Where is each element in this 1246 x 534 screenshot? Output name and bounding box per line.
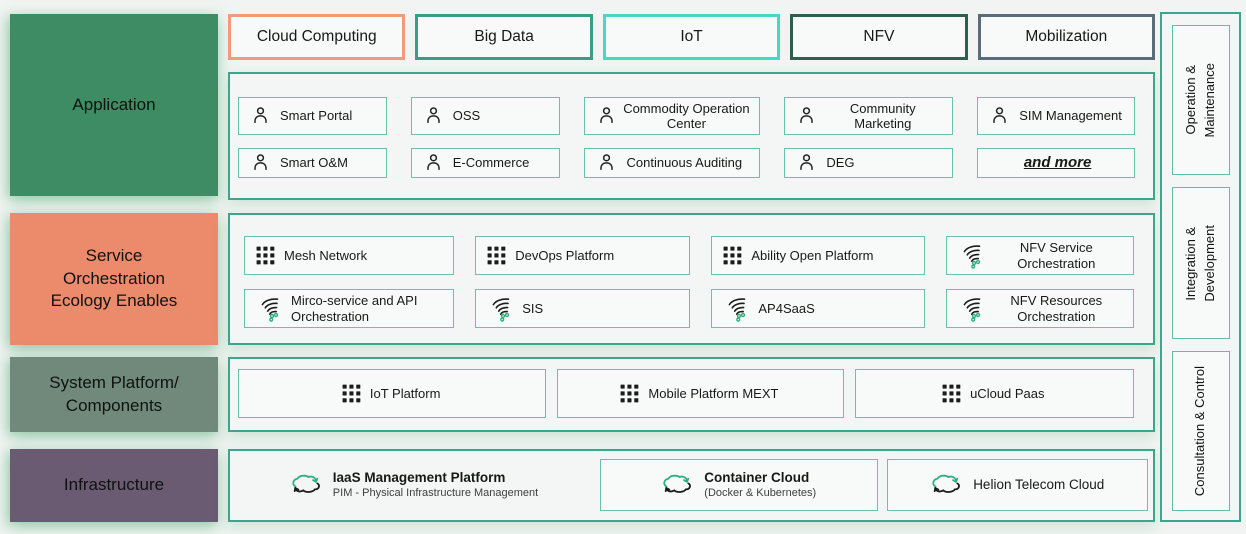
item-label: Mobile Platform MEXT — [648, 385, 779, 401]
app-item-deg: DEG — [784, 147, 954, 178]
item-label: Smart Portal — [280, 108, 353, 124]
infra-item-subtitle: PIM - Physical Infrastructure Management — [332, 486, 539, 499]
category-mobilization: Mobilization — [977, 14, 1156, 60]
svc-item-ability-open-platform: Ability Open Platform — [711, 236, 925, 275]
grid-icon — [620, 384, 639, 403]
wave-orchestration-icon — [723, 296, 749, 322]
person-icon — [596, 151, 617, 174]
person-icon — [796, 104, 817, 127]
item-label: NFV Resources Orchestration — [1010, 293, 1103, 324]
grid-icon — [256, 246, 275, 265]
item-label: Mirco-service and API Orchestration — [291, 293, 418, 324]
app-item-smart-oandm: Smart O&M — [238, 147, 387, 178]
infra-item-subtitle: (Docker & Kubernetes) — [704, 486, 817, 499]
sys-item-ucloud-paas: uCloud Paas — [854, 369, 1134, 418]
app-item-commodity-operation-center: Commodity Operation Center — [584, 97, 761, 135]
wave-orchestration-icon — [958, 243, 984, 269]
svc-item-mesh-network: Mesh Network — [244, 236, 455, 275]
person-icon — [989, 104, 1010, 127]
app-item-continuous-auditing: Continuous Auditing — [584, 147, 761, 178]
item-label: NFV Service Orchestration — [1017, 240, 1096, 271]
infra-item-helion-telecom-cloud: Helion Telecom Cloud — [887, 459, 1148, 511]
infra-item-iaas-management-platform: IaaS Management Platform PIM - Physical … — [238, 459, 591, 511]
sys-item-iot-platform: IoT Platform — [238, 369, 547, 418]
item-label: uCloud Paas — [970, 385, 1045, 401]
item-label: SIM Management — [1019, 108, 1122, 124]
category-row: Cloud Computing Big Data IoT NFV Mobiliz… — [228, 14, 1156, 60]
infra-text: IaaS Management Platform PIM - Physical … — [333, 470, 538, 500]
person-icon — [423, 151, 444, 174]
app-item-community-marketing: Community Marketing — [784, 97, 954, 135]
infra-item-container-cloud: Container Cloud (Docker & Kubernetes) — [600, 459, 879, 511]
wave-orchestration-icon — [487, 296, 513, 322]
item-label: Community Marketing — [849, 100, 916, 131]
infra-text: Helion Telecom Cloud — [973, 477, 1104, 493]
svc-item-nfv-resources-orchestration: NFV Resources Orchestration — [945, 289, 1134, 328]
cloud-arrows-icon — [289, 473, 323, 498]
section-system-platform: IoT Platform Mobile Platform MEXT uCloud… — [228, 357, 1155, 432]
cloud-arrows-icon — [660, 473, 694, 498]
item-label: E-Commerce — [452, 155, 530, 171]
layer-service-orchestration: Service Orchestration Ecology Enables — [10, 213, 218, 345]
infra-item-title: Container Cloud — [704, 470, 810, 486]
item-label: IoT Platform — [369, 385, 441, 401]
app-item-sim-management: SIM Management — [977, 97, 1135, 135]
item-label: Mesh Network — [284, 247, 368, 263]
section-application: Smart Portal OSS Commodity Operation Cen… — [228, 72, 1155, 200]
item-label: Ability Open Platform — [751, 247, 874, 263]
item-label: DevOps Platform — [515, 247, 615, 263]
grid-icon — [942, 384, 961, 403]
item-label: Smart O&M — [280, 155, 348, 171]
app-item-oss: OSS — [410, 97, 561, 135]
item-label: OSS — [452, 108, 481, 124]
wave-orchestration-icon — [958, 296, 984, 322]
item-label: SIS — [522, 300, 544, 316]
item-label: Commodity Operation Center — [623, 100, 750, 131]
sidebar-label: Integration & Development — [1182, 224, 1217, 302]
layer-infrastructure: Infrastructure — [10, 449, 218, 522]
sidebar-label: Consultation & Control — [1192, 365, 1208, 497]
infra-item-title: IaaS Management Platform — [332, 470, 506, 486]
category-iot: IoT — [602, 14, 781, 60]
layer-application: Application — [10, 14, 218, 196]
item-label: Continuous Auditing — [626, 155, 743, 171]
category-cloud-computing: Cloud Computing — [228, 14, 406, 60]
item-label: and more — [1023, 154, 1092, 172]
app-item-e-commerce: E-Commerce — [410, 147, 561, 178]
category-big-data: Big Data — [415, 14, 593, 60]
person-icon — [596, 104, 617, 127]
person-icon — [423, 104, 444, 127]
item-label: DEG — [826, 155, 855, 171]
sidebar-label: Operation & Maintenance — [1182, 62, 1217, 138]
svc-item-ap4saas: AP4SaaS — [711, 289, 925, 328]
svc-item-nfv-service-orchestration: NFV Service Orchestration — [945, 236, 1134, 275]
section-infrastructure: IaaS Management Platform PIM - Physical … — [228, 449, 1155, 522]
person-icon — [796, 151, 817, 174]
svc-item-devops-platform: DevOps Platform — [475, 236, 691, 275]
section-service-orchestration: Mesh Network DevOps Platform Ability Ope… — [228, 213, 1155, 345]
grid-icon — [487, 246, 506, 265]
grid-icon — [342, 384, 361, 403]
sidebar-consultation-control: Consultation & Control — [1171, 351, 1230, 511]
app-item-smart-portal: Smart Portal — [238, 97, 387, 135]
item-label: AP4SaaS — [758, 300, 815, 316]
category-nfv: NFV — [790, 14, 968, 60]
layer-system-platform: System Platform/ Components — [10, 357, 218, 432]
infra-text: Container Cloud (Docker & Kubernetes) — [704, 470, 816, 500]
app-item-and-more: and more — [977, 147, 1135, 178]
sidebar-integration-development: Integration & Development — [1171, 187, 1230, 339]
person-icon — [250, 104, 271, 127]
cloud-arrows-icon — [929, 473, 963, 498]
sidebar-operation-maintenance: Operation & Maintenance — [1171, 25, 1230, 175]
person-icon — [250, 151, 271, 174]
sidebar-services: Operation & Maintenance Integration & De… — [1160, 12, 1241, 522]
wave-orchestration-icon — [256, 296, 282, 322]
infra-item-title: Helion Telecom Cloud — [973, 477, 1105, 493]
sys-item-mobile-platform-mext: Mobile Platform MEXT — [557, 369, 844, 418]
svc-item-sis: SIS — [475, 289, 691, 328]
svc-item-micro-service-api-orchestration: Mirco-service and API Orchestration — [244, 289, 455, 328]
grid-icon — [723, 246, 742, 265]
